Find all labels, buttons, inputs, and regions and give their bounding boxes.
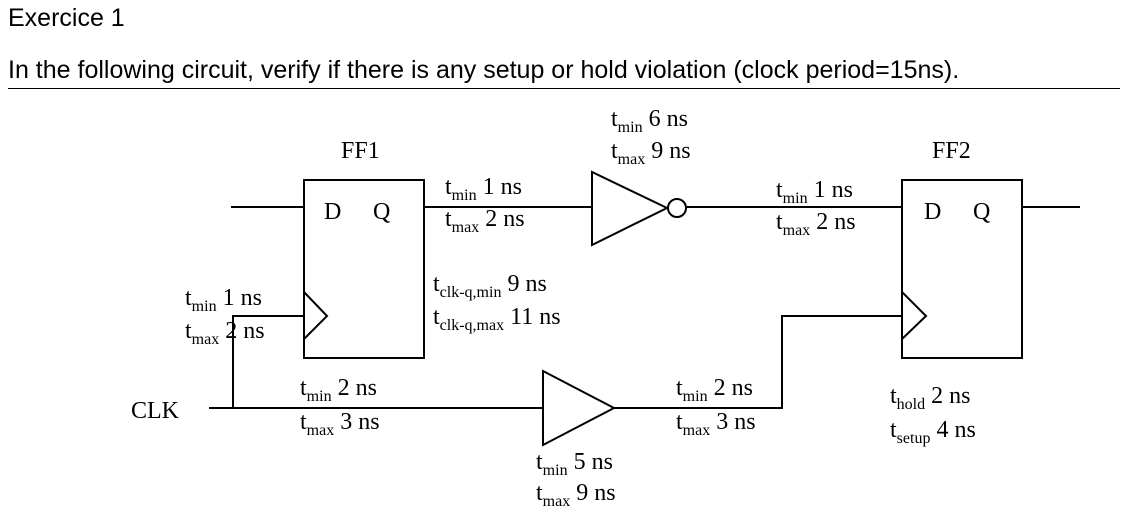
clk-to-ff1-wire: [232, 315, 304, 408]
ff1-d-pin: D: [324, 199, 341, 225]
exercise-heading: Exercice 1: [8, 4, 125, 32]
ff1-q-pin: Q: [373, 199, 390, 225]
buffer-to-ff2-wire: [614, 315, 902, 409]
ff2-d-pin: D: [924, 199, 941, 225]
ff2-q-pin: Q: [973, 199, 990, 225]
ff1-box: [303, 179, 425, 359]
buffer-gate: [542, 369, 617, 447]
ff2-clock-triangle: [901, 291, 928, 340]
ff2-box: [901, 179, 1023, 359]
clk-label: CLK: [131, 398, 180, 424]
ff1-label: FF1: [341, 138, 380, 164]
ff1-clock-triangle: [303, 291, 329, 340]
inverter-bubble: [667, 198, 687, 218]
exercise-question: In the following circuit, verify if ther…: [8, 56, 1120, 89]
ff2-label: FF2: [932, 138, 971, 164]
inverter-gate: [591, 170, 670, 247]
